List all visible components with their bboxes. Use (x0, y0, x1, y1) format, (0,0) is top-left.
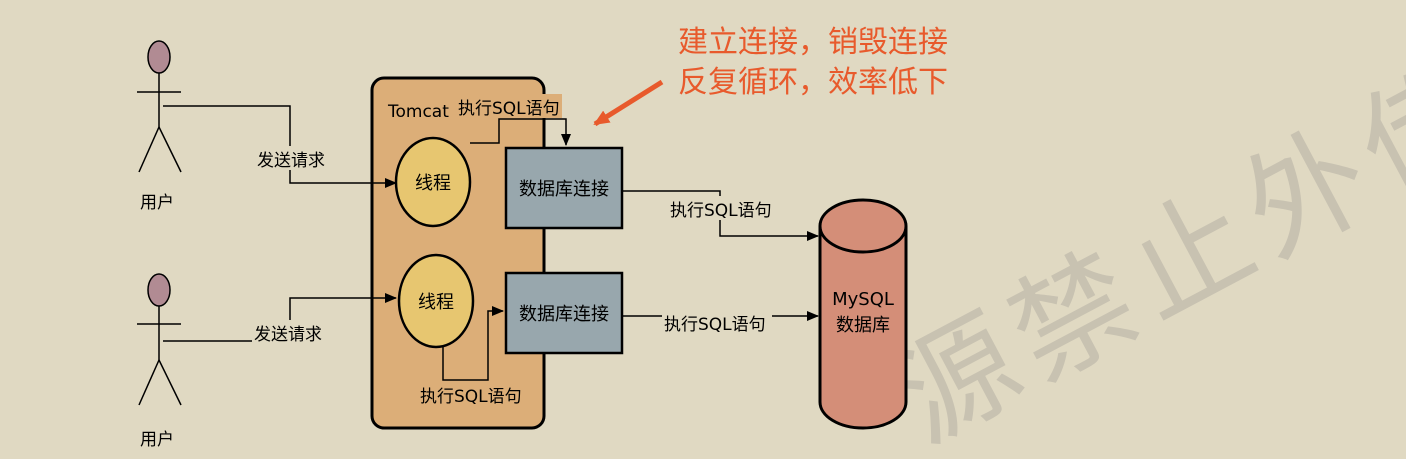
thread-label: 线程 (418, 292, 454, 313)
sql-label: 执行SQL语句 (420, 387, 522, 407)
user-label: 用户 (140, 430, 174, 450)
user-head (147, 273, 171, 307)
user-figure-2: 用户 (137, 273, 182, 450)
request-arrow-2: 发送请求 (163, 293, 397, 345)
db-connection-2: 数据库连接 (504, 271, 624, 355)
tomcat-container: Tomcat (370, 76, 546, 430)
annotation-note: 建立连接，销毁连接 反复循环，效率低下 (593, 25, 948, 127)
annotation-line1: 建立连接，销毁连接 (678, 25, 948, 60)
db-label-line2: 数据库 (836, 315, 890, 336)
thread-label: 线程 (415, 173, 451, 194)
tomcat-label: Tomcat (387, 102, 449, 122)
sql-label: 执行SQL语句 (458, 99, 560, 119)
thread-sql-arrow-2: 执行SQL语句 (418, 306, 524, 407)
thread-node-2: 线程 (397, 253, 475, 349)
db-sql-arrow-2: 执行SQL语句 (622, 310, 819, 335)
user-label: 用户 (140, 193, 174, 213)
user-head (147, 40, 171, 74)
db-connection-1: 数据库连接 (504, 146, 624, 230)
db-label-line1: MySQL (832, 289, 894, 310)
mysql-database: MySQL 数据库 (818, 198, 908, 430)
sql-label: 执行SQL语句 (664, 315, 766, 335)
request-arrow-1: 发送请求 (163, 105, 397, 188)
watermark-text: 源禁止外传 (872, 37, 1406, 459)
request-label: 发送请求 (254, 325, 322, 345)
thread-node-1: 线程 (394, 136, 472, 228)
user-figure-1: 用户 (137, 40, 182, 213)
thread-sql-arrow-1: 执行SQL语句 (456, 94, 571, 146)
annotation-line2: 反复循环，效率低下 (678, 65, 948, 100)
db-sql-arrow-1: 执行SQL语句 (622, 190, 819, 241)
annotation-arrow (593, 79, 664, 127)
sql-label: 执行SQL语句 (670, 201, 772, 221)
request-label: 发送请求 (257, 151, 325, 171)
connection-label: 数据库连接 (519, 179, 609, 200)
connection-label: 数据库连接 (519, 304, 609, 325)
